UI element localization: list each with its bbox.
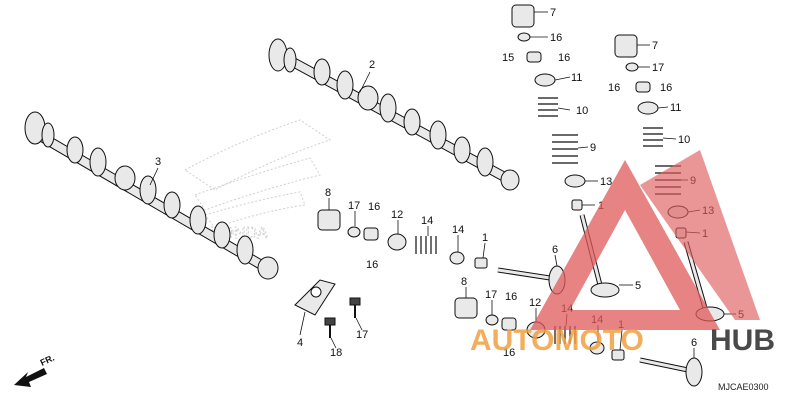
callout-10b: 10 — [678, 134, 690, 146]
seal-1-d — [611, 349, 625, 361]
triangle-logo-icon — [530, 150, 760, 330]
callout-16f: 16 — [366, 259, 378, 271]
callout-16h: 16 — [503, 347, 515, 359]
retainer-12-a — [534, 73, 556, 87]
cotter-16-c — [363, 227, 379, 241]
seal-1-a — [571, 199, 583, 211]
camshaft-3 — [24, 111, 279, 280]
callout-8a: 8 — [325, 187, 331, 199]
tappet-7-b — [614, 34, 638, 58]
callout-14a: 13 — [600, 176, 612, 188]
callout-11a: 14 — [421, 215, 433, 227]
camshaft-2 — [268, 38, 520, 191]
callout-12a: 11 — [571, 72, 582, 84]
callout-6a: 6 — [552, 244, 558, 256]
callout-9a: 9 — [590, 142, 596, 154]
valve-6-b — [639, 357, 703, 387]
tappet-8-b — [454, 297, 478, 319]
callout-6b: 6 — [691, 337, 697, 349]
callout-18a: 17 — [356, 329, 368, 341]
callout-16a: 15 — [502, 52, 514, 64]
callout-5a: 5 — [635, 280, 641, 292]
callout-16c: 16 — [608, 82, 620, 94]
spring-9-a — [552, 134, 578, 164]
cotter-16-e — [501, 317, 517, 331]
callout-12b: 11 — [670, 102, 681, 114]
bolt-18-lower — [324, 317, 336, 338]
callout-7b: 7 — [652, 40, 658, 52]
callout-16g: 16 — [505, 291, 517, 303]
wing-logo-watermark: HONDA — [184, 119, 332, 243]
callout-7a: 7 — [550, 7, 556, 19]
callout-18b: 18 — [330, 347, 342, 359]
spring-11-a — [415, 236, 437, 254]
spring-10-a — [538, 97, 558, 117]
callout-3: 3 — [155, 156, 161, 168]
tappet-8-a — [317, 209, 341, 231]
cotter-16-a — [526, 51, 542, 63]
shim-17-a — [517, 32, 531, 42]
retainer-12-b — [637, 101, 659, 115]
plate-4 — [294, 279, 336, 316]
shim-17-b — [625, 62, 639, 72]
callout-8b: 8 — [461, 276, 467, 288]
callout-13a: 12 — [391, 209, 403, 221]
retainer-13-a — [387, 233, 407, 251]
spring-11-b — [554, 326, 576, 344]
seat-15-b — [589, 341, 605, 355]
callout-17a: 16 — [550, 32, 562, 44]
callout-17c: 17 — [348, 200, 360, 212]
callout-16d: 16 — [660, 82, 672, 94]
spring-10-b — [643, 127, 663, 147]
front-marker-label: FR. — [39, 353, 56, 368]
watermark-text-orange: AUTOMOTO — [470, 324, 644, 357]
callout-10a: 10 — [576, 105, 588, 117]
seat-14-a — [564, 174, 586, 188]
callout-4: 4 — [297, 337, 303, 349]
cotter-16-b — [635, 81, 651, 93]
watermark-text-dark: HUB — [710, 324, 775, 357]
seat-15-a — [449, 251, 465, 265]
callout-16e: 16 — [368, 201, 380, 213]
drawing-code: MJCAE0300 — [718, 382, 769, 392]
automotohub-watermark: AUTOMOTO HUB — [470, 324, 775, 357]
front-arrow-icon: FR. — [14, 353, 56, 387]
seal-1-c — [474, 257, 488, 269]
callout-2: 2 — [369, 59, 375, 71]
shim-17-c — [347, 226, 361, 238]
bolt-18-upper — [349, 297, 361, 318]
callout-13b: 12 — [529, 297, 541, 309]
callout-17d: 17 — [485, 289, 497, 301]
callout-16b: 16 — [558, 52, 570, 64]
callout-17b: 17 — [652, 62, 664, 74]
tappet-7-a — [511, 4, 535, 28]
callout-15a: 14 — [452, 224, 464, 236]
callout-1c: 1 — [482, 232, 488, 244]
